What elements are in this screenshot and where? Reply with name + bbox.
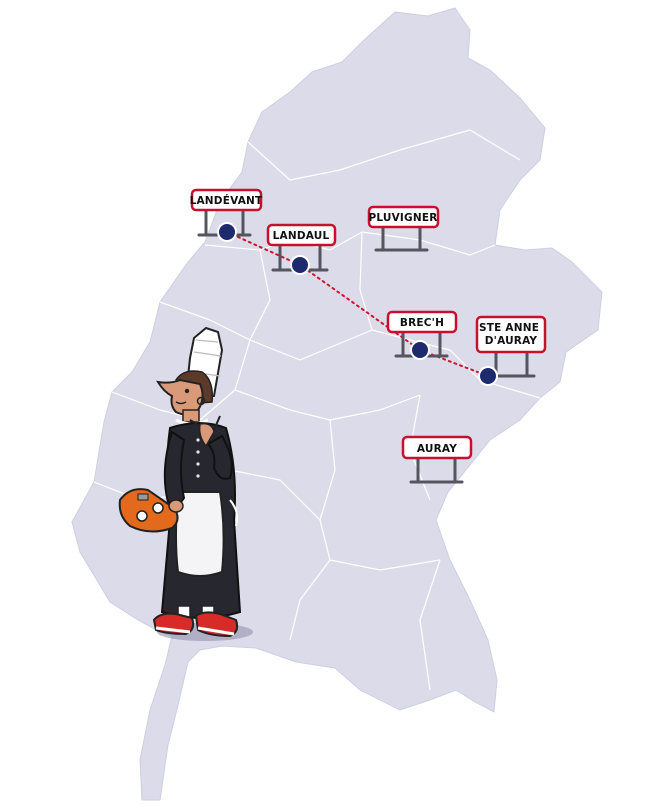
sign-text-line: AURAY bbox=[417, 443, 457, 455]
route-stop-marker bbox=[478, 366, 498, 386]
svg-text:BREC'H: BREC'H bbox=[400, 317, 444, 329]
sign-text-line: STE ANNE bbox=[479, 322, 539, 334]
sign-plate bbox=[401, 435, 473, 460]
sign-plate bbox=[475, 315, 547, 354]
territory-land bbox=[71, 7, 603, 801]
route-stop-marker bbox=[290, 255, 310, 275]
town-sign-pluvigner: PLUVIGNER bbox=[367, 205, 440, 252]
sign-text-line: PLUVIGNER bbox=[368, 212, 437, 224]
route-line bbox=[226, 231, 489, 377]
svg-text:PLUVIGNER: PLUVIGNER bbox=[368, 212, 437, 224]
sign-plate bbox=[367, 205, 440, 229]
route-stop-marker bbox=[217, 222, 237, 242]
town-sign-brech: BREC'H bbox=[386, 310, 458, 360]
sign-plate bbox=[266, 223, 337, 247]
town-sign-ste-anne-dauray: STE ANNE D'AURAY bbox=[475, 315, 547, 386]
sign-plate bbox=[386, 310, 458, 334]
svg-text:AURAY: AURAY bbox=[417, 443, 457, 455]
svg-text:STE ANNE D'AURAY: STE ANNE D'AURAY bbox=[479, 322, 543, 347]
sign-text-line: D'AURAY bbox=[485, 335, 538, 347]
svg-text:LANDÉVANT: LANDÉVANT bbox=[190, 194, 263, 207]
town-sign-landevant: LANDÉVANT bbox=[190, 188, 263, 242]
sign-text-line: LANDAUL bbox=[273, 230, 330, 242]
sign-text-line: LANDÉVANT bbox=[190, 194, 263, 207]
route-stop-marker bbox=[410, 340, 430, 360]
town-sign-auray: AURAY bbox=[401, 435, 473, 484]
svg-text:LANDAUL: LANDAUL bbox=[273, 230, 330, 242]
sign-plate bbox=[190, 188, 263, 212]
sign-text-line: BREC'H bbox=[400, 317, 444, 329]
breton-woman-skateboard-illustration bbox=[118, 326, 253, 641]
town-sign-landaul: LANDAUL bbox=[266, 223, 337, 275]
